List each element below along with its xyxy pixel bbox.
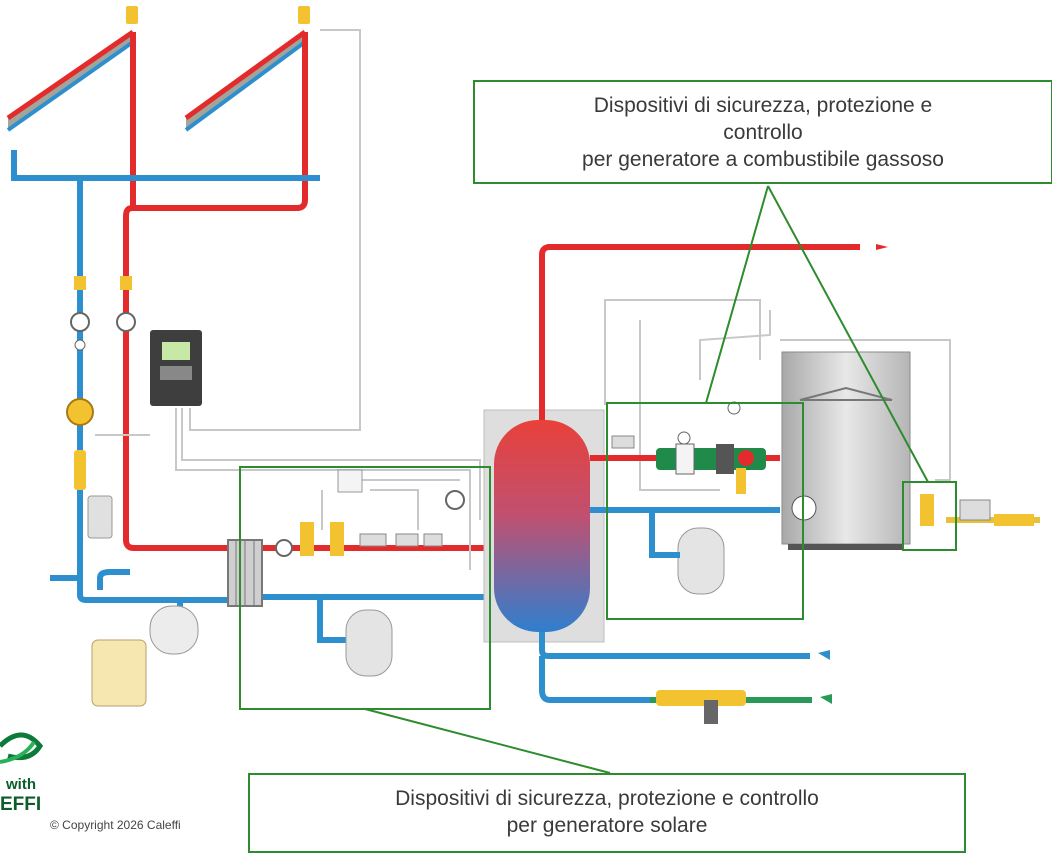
- gas-safety-devices: [611, 401, 766, 494]
- solar-controller: [150, 330, 202, 406]
- solar-collector-left: [6, 29, 135, 132]
- gas-valve-highlight: [902, 481, 957, 551]
- logo-text-with: with: [6, 776, 36, 793]
- gas-generator-callout: Dispositivi di sicurezza, protezione e c…: [473, 80, 1052, 184]
- solar-generator-callout: Dispositivi di sicurezza, protezione e c…: [248, 773, 966, 853]
- solar-safety-devices: [275, 469, 465, 557]
- mains-water-group: [656, 690, 746, 724]
- control-wiring: [95, 29, 951, 570]
- leader-line: [705, 185, 769, 404]
- gas-boiler: [781, 351, 911, 550]
- caleffi-logo: with EFFI: [0, 728, 44, 840]
- leader-line: [364, 708, 611, 774]
- highlight-boxes: [239, 185, 957, 774]
- caleffi-swirl-icon: [0, 732, 44, 764]
- solar-collector-right: [184, 29, 307, 132]
- storage-tank: [483, 409, 605, 643]
- expansion-vessel-icon: [149, 527, 725, 677]
- solar-pump-group: [66, 276, 136, 539]
- solar-loop-pipes: [11, 32, 492, 643]
- glycol-tank-icon: [91, 639, 147, 707]
- leader-line: [767, 185, 929, 483]
- air-vent-icon: [126, 6, 310, 24]
- copyright-notice: © Copyright 2026 Caleffi: [50, 818, 181, 832]
- gas-line-devices: [920, 494, 1034, 526]
- plate-heat-exchanger: [227, 539, 263, 607]
- flow-arrow-icon: [818, 244, 888, 704]
- logo-text-caleffi: EFFI: [0, 794, 42, 815]
- gas-safety-highlight: [606, 402, 804, 620]
